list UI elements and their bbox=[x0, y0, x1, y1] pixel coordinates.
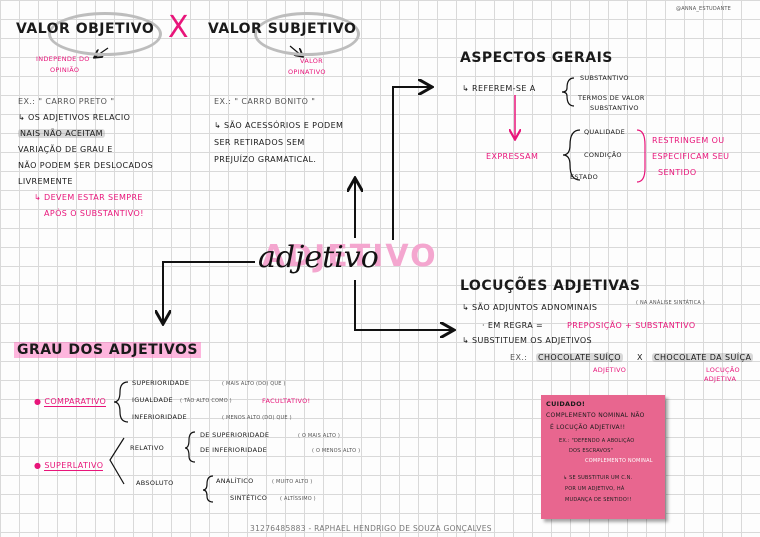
subjetivo-line-2: SER RETIRADOS SEM bbox=[214, 138, 305, 147]
grau-de-inferioridade-ex: ( O MENOS ALTO ) bbox=[312, 448, 361, 454]
objetivo-line-5: LIVREMENTE bbox=[18, 177, 73, 186]
grau-de-superioridade-ex: ( O MAIS ALTO ) bbox=[298, 433, 341, 439]
central-adjetivo-bg: ADJETIVO bbox=[262, 239, 438, 274]
objetivo-line-1: ↳ OS ADJETIVOS RELACIO bbox=[18, 113, 131, 122]
grau-comparativo: ● COMPARATIVO bbox=[34, 397, 107, 407]
valor-label: VALOR bbox=[300, 57, 323, 65]
locucoes-label-locucao-2: ADJETIVA bbox=[704, 375, 737, 383]
locucoes-label-locucao-1: LOCUÇÃO bbox=[706, 366, 740, 374]
subjetivo-example: EX.: " CARRO BONITO " bbox=[214, 97, 316, 106]
grau-analitico: ANALÍTICO bbox=[216, 477, 254, 485]
grau-de-inferioridade: DE INFERIORIDADE bbox=[200, 446, 268, 454]
grau-superlativo: ● SUPERLATIVO bbox=[34, 461, 104, 471]
cuidado-line-7: POR UM ADJETIVO, HÁ bbox=[565, 486, 625, 492]
subjetivo-line-1: ↳ SÃO ACESSÓRIOS E PODEM bbox=[214, 121, 344, 130]
aspectos-title: ASPECTOS GERAIS bbox=[460, 50, 613, 66]
cuidado-line-8: MUDANÇA DE SENTIDO!! bbox=[565, 497, 632, 503]
opinativo-label: OPINATIVO bbox=[288, 68, 326, 76]
aspectos-restringem-2: ESPECIFICAM SEU bbox=[652, 152, 730, 161]
aspectos-termos-2: SUBSTANTIVO bbox=[590, 104, 639, 112]
grau-igualdade-ex: ( TÃO ALTO COMO ) bbox=[180, 398, 232, 404]
aspectos-substantivo: SUBSTANTIVO bbox=[580, 74, 629, 82]
aspectos-restringem-1: RESTRINGEM OU bbox=[652, 136, 725, 145]
cuidado-line-3: EX.: "DEFENDO A ABOLIÇÃO bbox=[559, 438, 635, 444]
locucoes-ex-x: X bbox=[637, 353, 643, 362]
aspectos-termos-1: TERMOS DE VALOR bbox=[578, 94, 645, 102]
cuidado-line-5: COMPLEMENTO NOMINAL bbox=[585, 458, 653, 464]
grau-superioridade-ex: ( MAIS ALTO (DO) QUE ) bbox=[222, 381, 286, 387]
grau-relativo: RELATIVO bbox=[130, 444, 165, 452]
grau-absoluto: ABSOLUTO bbox=[136, 479, 174, 487]
objetivo-line-3: VARIAÇÃO DE GRAU E bbox=[18, 145, 113, 154]
aspectos-referem: ↳ REFEREM-SE A bbox=[462, 84, 536, 93]
aspectos-estado: ESTADO bbox=[570, 173, 599, 181]
brace-comparativo bbox=[113, 381, 129, 423]
grau-facultativo: FACULTATIVO! bbox=[262, 397, 311, 405]
grau-analitico-ex: ( MUITO ALTO ) bbox=[272, 479, 313, 485]
brace-superlativo bbox=[109, 437, 125, 485]
grau-sintetico-ex: ( ALTÍSSIMO ) bbox=[280, 496, 316, 502]
locucoes-ex-left: CHOCOLATE SUÍÇO bbox=[536, 353, 623, 362]
aspectos-restringem-3: SENTIDO bbox=[658, 168, 697, 177]
brace-restringem bbox=[636, 129, 646, 183]
objetivo-note-2: APÓS O SUBSTANTIVO! bbox=[44, 209, 144, 218]
cuidado-sticky-note: CUIDADO! COMPLEMENTO NOMINAL NÃO É LOCUÇ… bbox=[541, 395, 665, 519]
objetivo-oval bbox=[48, 12, 162, 56]
arrow-to-grau bbox=[163, 261, 255, 322]
brace-relativo bbox=[184, 431, 196, 463]
subjetivo-line-3: PREJUÍZO GRAMATICAL. bbox=[214, 155, 317, 164]
brace-referem bbox=[561, 77, 575, 107]
locucoes-label-adjetivo: ADJETIVO bbox=[593, 366, 627, 374]
locucoes-line-2: · EM REGRA = bbox=[482, 321, 544, 330]
valor-objetivo-title: VALOR OBJETIVO bbox=[16, 21, 155, 37]
watermark: @ANNA_ESTUDANTE bbox=[676, 6, 732, 12]
brace-expressam bbox=[562, 129, 581, 181]
x-sign: X bbox=[168, 10, 189, 45]
independe-label: INDEPENDE DO bbox=[36, 55, 90, 63]
central-adjetivo-script: adjetivo bbox=[258, 240, 379, 275]
aspectos-expressam: EXPRESSAM bbox=[486, 152, 539, 161]
objetivo-line-2: NAIS NÃO ACEITAM bbox=[18, 129, 105, 138]
locucoes-ex-right: CHOCOLATE DA SUÍÇA bbox=[652, 353, 754, 362]
grau-igualdade: IGUALDADE bbox=[132, 396, 173, 404]
locucoes-line-3: ↳ SUBSTITUEM OS ADJETIVOS bbox=[462, 336, 593, 345]
cuidado-title: CUIDADO! bbox=[546, 400, 586, 408]
opiniao-label: OPINIÃO bbox=[50, 66, 80, 74]
objetivo-line-4: NÃO PODEM SER DESLOCADOS bbox=[18, 161, 154, 170]
subjetivo-oval bbox=[254, 12, 360, 56]
locucoes-line-1: ↳ SÃO ADJUNTOS ADNOMINAIS bbox=[462, 303, 598, 312]
aspectos-qualidade: QUALIDADE bbox=[584, 128, 626, 136]
grau-de-superioridade: DE SUPERIORIDADE bbox=[200, 431, 270, 439]
footer-credit: 31276485883 - RAPHAEL HENDRIGO DE SOUZA … bbox=[250, 524, 492, 533]
cuidado-line-6: ↳ SE SUBSTITUIR UM C.N. bbox=[563, 475, 633, 481]
arrow-to-locucoes bbox=[354, 280, 452, 330]
cuidado-line-2: É LOCUÇÃO ADJETIVA!! bbox=[550, 424, 626, 431]
locucoes-ex-prefix: EX.: bbox=[510, 353, 528, 362]
cuidado-line-1: COMPLEMENTO NOMINAL NÃO bbox=[546, 412, 645, 419]
brace-absoluto bbox=[202, 475, 214, 503]
grau-sintetico: SINTÉTICO bbox=[230, 494, 268, 502]
cuidado-line-4: DOS ESCRAVOS" bbox=[569, 448, 614, 454]
objetivo-example: EX.: " CARRO PRETO " bbox=[18, 97, 115, 106]
valor-subjetivo-title: VALOR SUBJETIVO bbox=[208, 21, 357, 37]
locucoes-preposicao: PREPOSIÇÃO + SUBSTANTIVO bbox=[567, 321, 696, 330]
arrow-to-aspectos bbox=[392, 87, 430, 240]
grau-inferioridade-ex: ( MENOS ALTO (DO) QUE ) bbox=[222, 415, 292, 421]
objetivo-note-1: ↳ DEVEM ESTAR SEMPRE bbox=[34, 193, 143, 202]
aspectos-condicao: CONDIÇÃO bbox=[584, 151, 622, 159]
locucoes-line-1-note: ( NA ANÁLISE SINTÁTICA ) bbox=[636, 300, 705, 306]
locucoes-title: LOCUÇÕES ADJETIVAS bbox=[460, 278, 641, 294]
grau-title: GRAU DOS ADJETIVOS bbox=[14, 342, 201, 358]
grau-inferioridade: INFERIORIDADE bbox=[132, 413, 187, 421]
grau-superioridade: SUPERIORIDADE bbox=[132, 379, 190, 387]
